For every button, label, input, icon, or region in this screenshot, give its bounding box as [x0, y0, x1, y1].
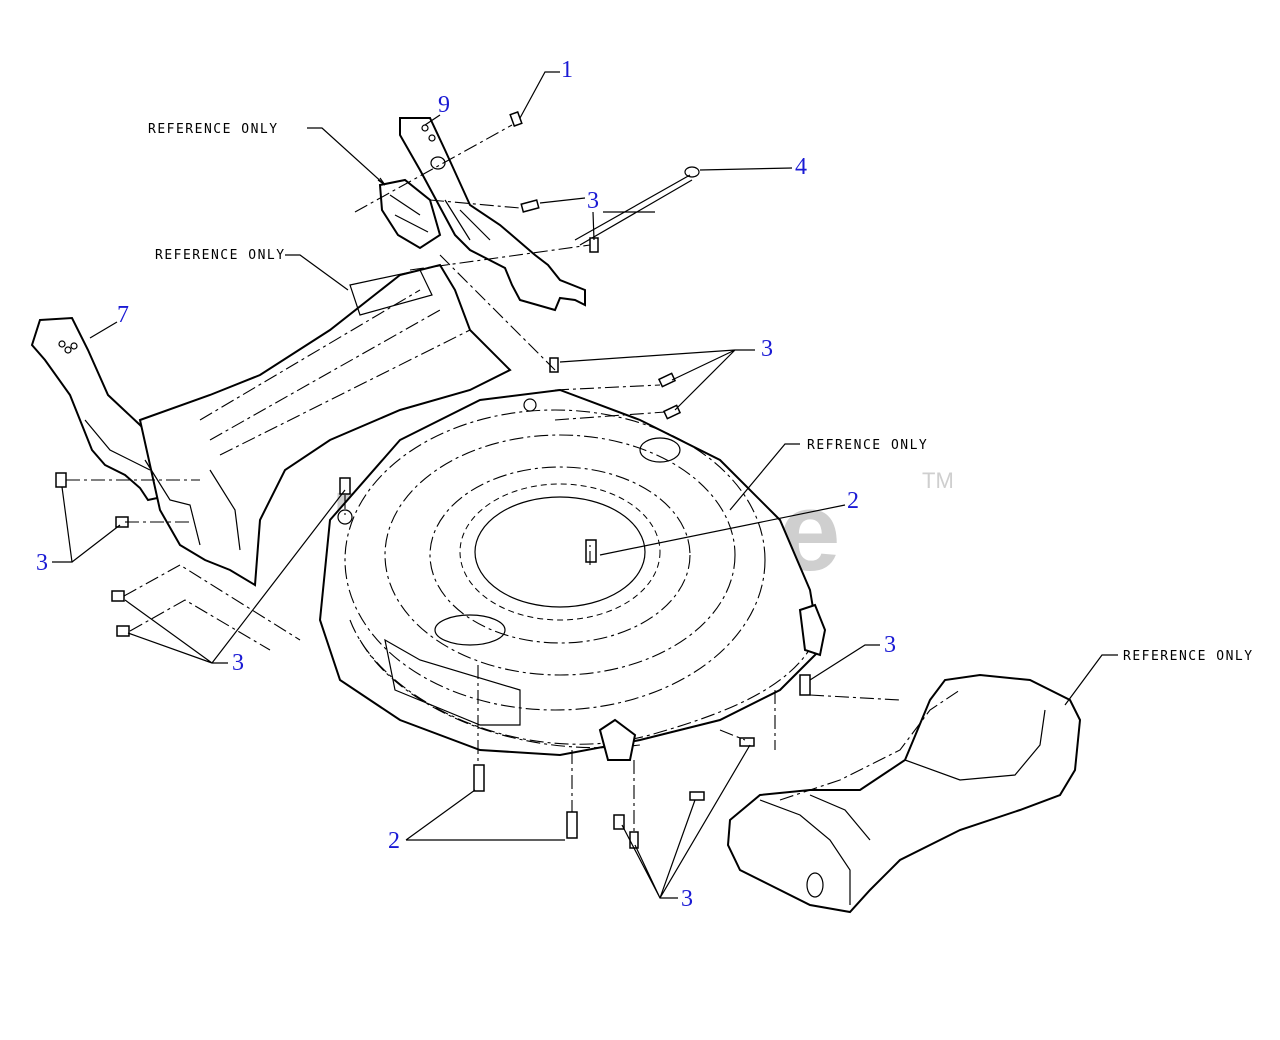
bolt-3d — [657, 372, 677, 388]
callout-4: 4 — [795, 154, 807, 180]
callout-3-left: 3 — [36, 550, 48, 576]
bolt-3l — [739, 737, 755, 747]
bolt-3i — [116, 625, 130, 637]
bolt-3h — [111, 590, 125, 602]
handle-bracket-right — [399, 117, 586, 312]
ref-leader-handle-lower — [285, 254, 349, 291]
mower-deck — [318, 388, 827, 761]
handle-frame-reference — [138, 263, 512, 587]
callout-3-bottom: 3 — [681, 886, 693, 912]
ref-label-deck: REFRENCE ONLY — [807, 438, 928, 453]
rear-shield-reference — [726, 673, 1082, 914]
callout-3-upper-right: 3 — [761, 336, 773, 362]
bolt-2a — [585, 539, 597, 563]
bolt-3m — [629, 831, 639, 849]
handle-grip-reference — [378, 178, 442, 250]
callout-9: 9 — [438, 92, 450, 118]
bolt-3a — [520, 199, 540, 213]
ref-leader-deck — [729, 443, 800, 511]
bolt-3c — [549, 357, 559, 373]
alignment-lines — [66, 124, 901, 832]
callout-1: 1 — [561, 57, 573, 83]
bolt-3n — [689, 791, 705, 801]
callout-7: 7 — [117, 302, 129, 328]
watermark-trademark: TM — [922, 468, 954, 493]
bolt-3b — [589, 237, 599, 253]
ref-label-handle-lower: REFERENCE ONLY — [155, 248, 286, 263]
bolt-3j — [339, 477, 351, 495]
bolt-3f — [55, 472, 67, 488]
bolt-1 — [509, 111, 523, 127]
callout-3-right: 3 — [884, 632, 896, 658]
ref-leader-rear-shield — [1064, 654, 1118, 706]
bolt-3o — [613, 814, 625, 830]
bolt-2b — [473, 764, 485, 792]
ref-leader-handle-upper — [307, 127, 386, 186]
callout-2-center: 2 — [847, 488, 859, 514]
callout-3-lower-left: 3 — [232, 650, 244, 676]
ref-label-handle-upper: REFERENCE ONLY — [148, 122, 279, 137]
callout-2-bottom: 2 — [388, 828, 400, 854]
handle-bracket-left — [30, 316, 174, 502]
bolt-3k — [799, 674, 811, 696]
callout-3-bracket: 3 — [587, 188, 599, 214]
bolt-2c — [566, 811, 578, 839]
ref-label-rear-shield: REFERENCE ONLY — [1123, 649, 1254, 664]
